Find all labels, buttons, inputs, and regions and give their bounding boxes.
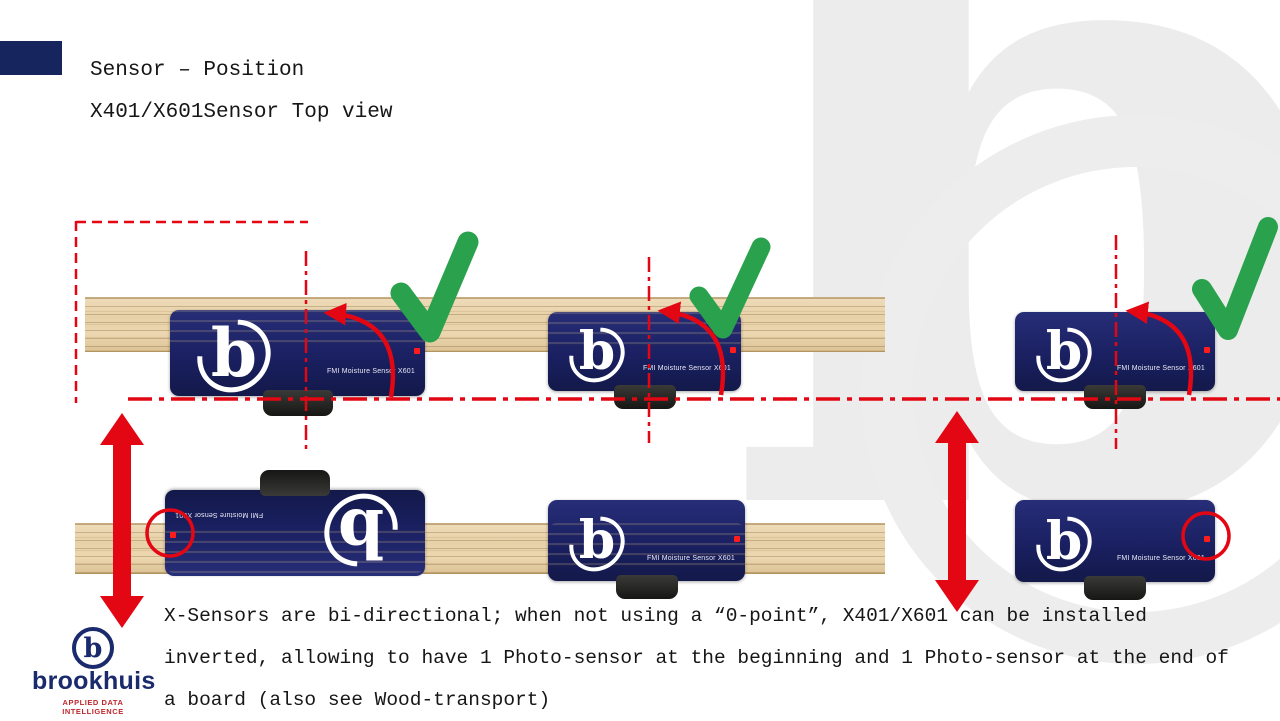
title-line-1: Sensor – Position	[90, 59, 305, 82]
sensor-label: FMI Moisture Sensor X601	[1116, 365, 1205, 373]
brand-logo-letter: b	[83, 632, 103, 664]
sensor-bottom-left-inverted: b FMI Moisture Sensor X601	[165, 470, 425, 576]
slide-title: Sensor – Position X401/X601Sensor Top vi…	[90, 50, 392, 134]
photo-sensor-dot	[1204, 536, 1210, 543]
sensor-clip	[615, 575, 678, 599]
sensor-b-logo: b	[566, 510, 628, 572]
title-line-2: X401/X601Sensor Top view	[90, 101, 393, 124]
sensor-top-left: b FMI Moisture Sensor X601	[170, 310, 425, 416]
brookhuis-logo: b brookhuis APPLIED DATA INTELLIGENCE	[32, 627, 156, 716]
sensor-clip	[613, 385, 676, 409]
photo-sensor-dot	[414, 347, 420, 354]
sensor-clip	[1084, 385, 1146, 409]
sensor-b-logo: b	[1033, 510, 1095, 572]
title-accent-block	[0, 41, 62, 75]
sensor-logo-letter: b	[337, 494, 385, 572]
photo-sensor-dot	[734, 535, 740, 542]
photo-sensor-dot	[170, 532, 176, 539]
sensor-label: FMI Moisture Sensor X601	[326, 368, 415, 376]
brand-tagline: APPLIED DATA INTELLIGENCE	[62, 698, 124, 716]
brand-name: brookhuis	[32, 667, 156, 695]
sensor-label: FMI Moisture Sensor X601	[1116, 555, 1205, 563]
sensor-b-logo: b	[321, 493, 401, 573]
sensor-top-middle: b FMI Moisture Sensor X601	[548, 312, 741, 409]
sensor-logo-letter: b	[578, 510, 616, 571]
sensor-b-logo: b	[194, 313, 274, 393]
sensor-bottom-right: b FMI Moisture Sensor X601	[1015, 500, 1215, 600]
sensor-clip	[1084, 576, 1146, 600]
sensor-top-right: b FMI Moisture Sensor X601	[1015, 312, 1215, 409]
sensor-bottom-middle: b FMI Moisture Sensor X601	[548, 500, 745, 599]
slide-body-text: X-Sensors are bi-directional; when not u…	[164, 595, 1229, 721]
sensor-b-logo: b	[1033, 321, 1095, 383]
sensor-label: FMI Moisture Sensor X601	[175, 510, 264, 518]
sensor-logo-letter: b	[578, 321, 616, 382]
sensor-logo-letter: b	[1045, 321, 1083, 382]
sensor-logo-letter: b	[210, 314, 258, 392]
brookhuis-b-icon: b	[72, 627, 114, 669]
sensor-clip	[260, 470, 330, 496]
body-line-1: X-Sensors are bi-directional; when not u…	[164, 605, 1147, 627]
bidirectional-arrow-icon	[100, 413, 144, 628]
body-line-3: a board (also see Wood-transport)	[164, 689, 551, 711]
sensor-logo-letter: b	[1045, 510, 1083, 572]
photo-sensor-dot	[1204, 346, 1210, 353]
sensor-clip	[262, 390, 333, 416]
sensor-b-logo: b	[566, 321, 628, 383]
photo-sensor-dot	[730, 346, 736, 353]
sensor-label: FMI Moisture Sensor X601	[646, 554, 735, 562]
sensor-label: FMI Moisture Sensor X601	[642, 365, 731, 373]
body-line-2: inverted, allowing to have 1 Photo-senso…	[164, 647, 1229, 669]
